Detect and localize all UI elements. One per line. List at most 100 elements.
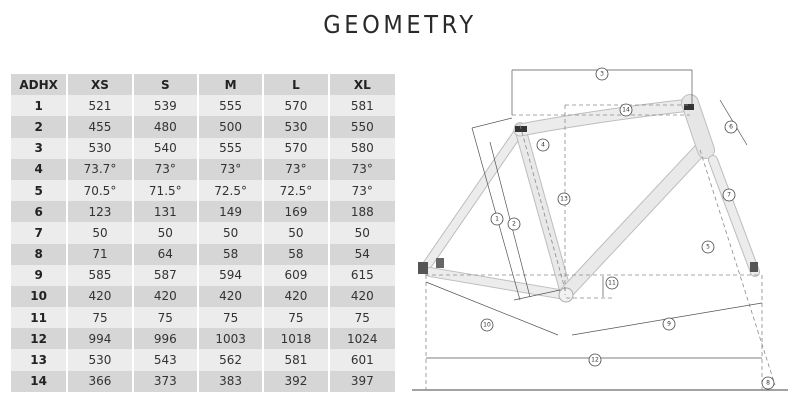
header-l: L [264, 74, 330, 96]
table-cell: 609 [264, 264, 330, 286]
table-cell: 594 [198, 264, 265, 286]
table-cell: 73.7° [68, 158, 134, 180]
header-xs: XS [68, 74, 134, 96]
callout-7: 7 [722, 188, 736, 202]
table-cell: 539 [133, 95, 199, 117]
svg-text:6: 6 [729, 124, 733, 131]
svg-text:3: 3 [600, 71, 604, 78]
table-cell: 580 [329, 137, 395, 159]
header-s: S [133, 74, 199, 96]
table-cell: 58 [264, 243, 330, 265]
row-label: 11 [11, 307, 69, 329]
table-cell: 73° [264, 158, 330, 180]
table-cell: 50 [198, 222, 265, 244]
table-cell: 75 [264, 307, 330, 329]
svg-text:14: 14 [622, 107, 630, 114]
table-cell: 555 [198, 95, 265, 117]
table-cell: 581 [264, 349, 330, 371]
table-cell: 131 [133, 201, 199, 223]
table-cell: 73° [198, 158, 265, 180]
callout-3: 3 [595, 67, 609, 81]
bike-frame [418, 94, 760, 303]
seat-clamp [515, 126, 527, 132]
table-cell: 996 [133, 328, 199, 350]
table-cell: 550 [329, 116, 395, 138]
table-cell: 75 [133, 307, 199, 329]
row-label: 2 [11, 116, 69, 138]
table-cell: 420 [329, 285, 395, 308]
row-label: 1 [11, 95, 69, 117]
table-cell: 73° [133, 158, 199, 180]
svg-text:13: 13 [560, 196, 568, 203]
row-label: 14 [11, 370, 69, 392]
table-cell: 1003 [198, 328, 265, 350]
callout-6: 6 [724, 120, 738, 134]
table-cell: 994 [68, 328, 134, 350]
table-cell: 71.5° [133, 179, 199, 202]
table-cell: 562 [198, 349, 265, 371]
row-label: 3 [11, 137, 69, 159]
table-cell: 455 [68, 116, 134, 138]
page-title: GEOMETRY [323, 10, 477, 39]
table-cell: 500 [198, 116, 265, 138]
svg-text:11: 11 [608, 280, 616, 287]
table-cell: 75 [198, 307, 265, 329]
table-cell: 149 [198, 201, 265, 223]
svg-text:1: 1 [495, 216, 499, 223]
callout-10: 10 [480, 318, 494, 332]
row-label: 7 [11, 222, 69, 244]
table-cell: 555 [198, 137, 265, 159]
svg-text:4: 4 [541, 142, 545, 149]
table-cell: 50 [133, 222, 199, 244]
table-cell: 543 [133, 349, 199, 371]
table-cell: 64 [133, 243, 199, 265]
row-label: 5 [11, 179, 69, 202]
table-cell: 72.5° [198, 179, 265, 202]
row-label: 6 [11, 201, 69, 223]
callout-9: 9 [662, 317, 676, 331]
table-cell: 75 [329, 307, 395, 329]
table-cell: 188 [329, 201, 395, 223]
table-cell: 570 [264, 137, 330, 159]
table-cell: 50 [68, 222, 134, 244]
table-cell: 70.5° [68, 179, 134, 202]
callout-14: 14 [619, 103, 633, 117]
svg-text:5: 5 [706, 244, 710, 251]
callout-12: 12 [588, 353, 602, 367]
row-label: 8 [11, 243, 69, 265]
fork-dropout [750, 262, 758, 272]
table-cell: 420 [68, 285, 134, 308]
table-cell: 75 [68, 307, 134, 329]
svg-text:9: 9 [667, 321, 671, 328]
table-cell: 420 [198, 285, 265, 308]
table-cell: 1018 [264, 328, 330, 350]
headset-cap [684, 104, 694, 110]
table-cell: 521 [68, 95, 134, 117]
table-cell: 1024 [329, 328, 395, 350]
callout-11: 11 [605, 276, 619, 290]
table-cell: 601 [329, 349, 395, 371]
rear-dropout [418, 262, 428, 274]
row-label: 9 [11, 264, 69, 286]
table-cell: 392 [264, 370, 330, 392]
table-cell: 50 [264, 222, 330, 244]
table-cell: 570 [264, 95, 330, 117]
table-cell: 530 [68, 137, 134, 159]
table-cell: 420 [264, 285, 330, 308]
callout-2: 2 [507, 217, 521, 231]
table-cell: 540 [133, 137, 199, 159]
callout-5: 5 [701, 240, 715, 254]
table-cell: 383 [198, 370, 265, 392]
